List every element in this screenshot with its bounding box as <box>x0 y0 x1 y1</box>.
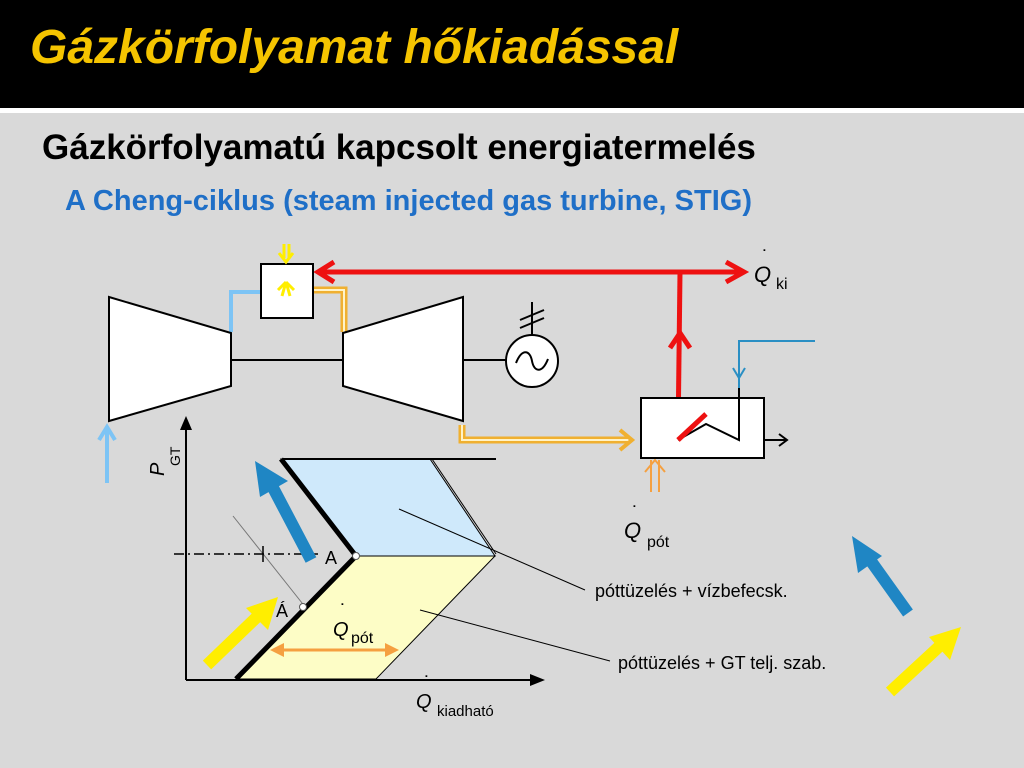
svg-text:pót: pót <box>351 630 374 647</box>
annotation-2-text: póttüzelés + GT telj. szab. <box>618 653 826 673</box>
region-double-edge <box>431 458 497 555</box>
annotation-1-leader <box>398 508 586 591</box>
point-a-marker <box>352 552 360 560</box>
y-axis-label: P GT <box>147 446 183 476</box>
blue-up-arrow-left <box>255 461 317 563</box>
turbine-icon <box>342 295 464 423</box>
x-axis-label: Q ˙ kiadható <box>416 673 494 720</box>
blue-region <box>279 458 496 557</box>
q-ki-label: Q ˙ ki <box>754 247 788 293</box>
svg-text:Q: Q <box>624 518 641 543</box>
title-bar <box>0 0 1024 108</box>
point-a-label: A <box>325 548 337 568</box>
svg-text:Q: Q <box>333 619 349 641</box>
flue-gas-combustor-to-turbine <box>314 286 348 332</box>
slide-heading: Gázkörfolyamatú kapcsolt energiatermelés <box>42 128 756 167</box>
point-a-accent-marker <box>299 603 307 611</box>
svg-text:˙: ˙ <box>424 673 431 695</box>
thin-guide-line <box>232 515 307 609</box>
svg-text:˙: ˙ <box>632 503 639 525</box>
point-a-accent-label: Á <box>276 601 288 621</box>
boiler-exhaust-arrow <box>764 433 789 447</box>
yellow-up-arrow-right <box>885 627 961 697</box>
slide-title: Gázkörfolyamat hőkiadással <box>30 21 679 74</box>
generator-icon <box>505 302 559 388</box>
air-inlet-arrow <box>97 423 117 483</box>
svg-text:˙: ˙ <box>340 601 347 623</box>
combustor-icon <box>260 244 314 319</box>
q-pot-chart-label: Q ˙ pót <box>333 601 374 647</box>
supplementary-fuel-arrow <box>644 458 666 492</box>
svg-text:kiadható: kiadható <box>437 703 494 720</box>
svg-text:GT: GT <box>167 446 183 466</box>
svg-text:P: P <box>147 462 169 476</box>
annotation-1-text: póttüzelés + vízbefecsk. <box>595 581 788 601</box>
slide-subheading: A Cheng-ciklus (steam injected gas turbi… <box>65 185 752 217</box>
q-pot-boiler-label: Q ˙ pót <box>624 503 670 551</box>
heat-recovery-boiler-icon <box>640 388 765 459</box>
yellow-region <box>234 555 497 680</box>
feedwater-line <box>732 340 815 388</box>
svg-text:pót: pót <box>647 534 670 551</box>
annotation-2-leader <box>419 609 611 662</box>
svg-text:Q: Q <box>416 691 432 713</box>
svg-text:Q: Q <box>754 262 771 287</box>
flue-gas-turbine-to-boiler <box>458 425 636 452</box>
svg-text:˙: ˙ <box>762 247 769 269</box>
svg-text:ki: ki <box>776 276 788 293</box>
yellow-up-arrow-left <box>202 597 278 670</box>
blue-up-arrow-right <box>852 536 913 617</box>
title-divider <box>0 108 1024 113</box>
q-pot-double-arrow <box>270 643 399 657</box>
compressed-air-line <box>229 290 261 332</box>
chart-axes <box>180 416 545 686</box>
compressor-icon <box>108 295 232 423</box>
